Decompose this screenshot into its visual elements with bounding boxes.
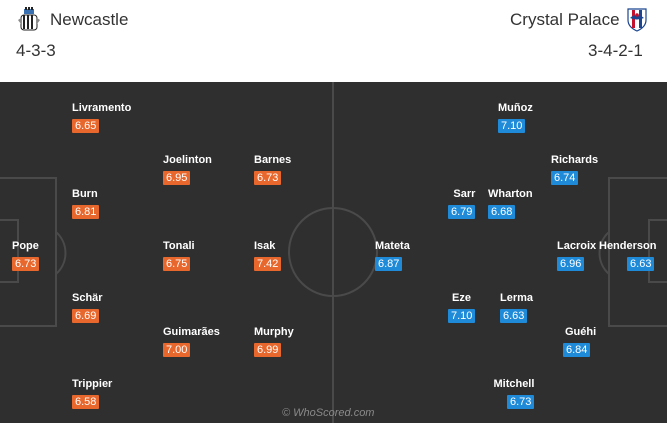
- player-name: Guéhi: [565, 326, 597, 338]
- player-rating: 6.87: [375, 257, 403, 271]
- player-name: Lerma: [500, 292, 534, 304]
- player-barnes[interactable]: Barnes 6.73: [254, 154, 291, 186]
- player-name: Burn: [72, 188, 98, 200]
- player-rating: 6.63: [500, 309, 528, 323]
- player-joelinton[interactable]: Joelinton 6.95: [163, 154, 212, 186]
- player-pope[interactable]: Pope 6.73: [12, 240, 40, 272]
- newcastle-crest-icon: [18, 7, 40, 31]
- lineup-header: Newcastle 4-3-3 Crystal Palace 3-4-2-1: [0, 0, 667, 82]
- player-henderson[interactable]: Henderson 6.63: [599, 240, 656, 271]
- player-richards[interactable]: Richards 6.74: [551, 154, 598, 186]
- player-mitchell[interactable]: Mitchell 6.73: [490, 378, 535, 410]
- player-schar[interactable]: Schär 6.69: [72, 292, 103, 324]
- player-rating: 7.10: [498, 119, 526, 133]
- player-munoz[interactable]: Muñoz 7.10: [498, 102, 533, 134]
- away-formation: 3-4-2-1: [588, 41, 643, 60]
- home-formation: 4-3-3: [16, 41, 56, 60]
- player-name: Tonali: [163, 240, 195, 252]
- player-rating: 6.73: [254, 171, 282, 185]
- pitch: Livramento 6.65 Joelinton 6.95 Barnes 6.…: [0, 82, 667, 423]
- player-name: Richards: [551, 154, 599, 166]
- player-rating: 6.63: [627, 257, 655, 271]
- player-rating: 6.99: [254, 343, 282, 357]
- player-guimaraes[interactable]: Guimarães 7.00: [163, 326, 220, 358]
- crystal-palace-crest-icon: [627, 8, 647, 32]
- player-isak[interactable]: Isak 7.42: [254, 240, 282, 272]
- player-mateta[interactable]: Mateta 6.87: [375, 240, 410, 272]
- player-guehi[interactable]: Guéhi 6.84: [563, 326, 596, 358]
- player-name: Henderson: [599, 240, 657, 252]
- player-rating: 6.73: [507, 395, 535, 409]
- player-rating: 7.10: [448, 309, 476, 323]
- pitch-markings: [0, 82, 667, 423]
- home-team-name: Newcastle: [50, 10, 129, 29]
- player-name: Schär: [72, 292, 103, 304]
- player-rating: 6.69: [72, 309, 100, 323]
- player-rating: 6.65: [72, 119, 100, 133]
- player-trippier[interactable]: Trippier 6.58: [72, 378, 112, 410]
- player-rating: 6.81: [72, 205, 100, 219]
- player-murphy[interactable]: Murphy 6.99: [254, 326, 294, 358]
- player-rating: 6.68: [488, 205, 516, 219]
- player-rating: 6.75: [163, 257, 191, 271]
- player-tonali[interactable]: Tonali 6.75: [163, 240, 195, 272]
- away-team-name: Crystal Palace: [510, 10, 620, 29]
- player-name: Pope: [12, 240, 39, 252]
- player-name: Mitchell: [493, 378, 535, 390]
- player-rating: 6.58: [72, 395, 100, 409]
- player-wharton[interactable]: Wharton 6.68: [488, 188, 533, 220]
- player-rating: 6.74: [551, 171, 579, 185]
- player-name: Joelinton: [163, 154, 212, 166]
- player-name: Eze: [452, 292, 471, 304]
- player-rating: 6.79: [448, 205, 476, 219]
- player-name: Trippier: [72, 378, 113, 390]
- player-sarr[interactable]: Sarr 6.79: [448, 188, 476, 220]
- player-rating: 6.84: [563, 343, 591, 357]
- player-lacroix[interactable]: Lacroix 6.96: [557, 240, 596, 272]
- player-name: Isak: [254, 240, 276, 252]
- player-name: Sarr: [453, 188, 476, 200]
- player-rating: 6.96: [557, 257, 585, 271]
- player-name: Lacroix: [557, 240, 597, 252]
- player-name: Murphy: [254, 326, 294, 338]
- player-name: Livramento: [72, 102, 132, 114]
- player-eze[interactable]: Eze 7.10: [448, 292, 476, 324]
- player-rating: 6.95: [163, 171, 191, 185]
- player-name: Wharton: [488, 188, 533, 200]
- whoscored-watermark: © WhoScored.com: [282, 407, 375, 419]
- player-name: Guimarães: [163, 326, 220, 338]
- player-livramento[interactable]: Livramento 6.65: [72, 102, 131, 134]
- player-lerma[interactable]: Lerma 6.63: [500, 292, 533, 324]
- player-burn[interactable]: Burn 6.81: [72, 188, 100, 220]
- player-rating: 7.42: [254, 257, 282, 271]
- player-name: Mateta: [375, 240, 410, 252]
- player-name: Muñoz: [498, 102, 533, 114]
- player-rating: 6.73: [12, 257, 40, 271]
- player-rating: 7.00: [163, 343, 191, 357]
- player-name: Barnes: [254, 154, 292, 166]
